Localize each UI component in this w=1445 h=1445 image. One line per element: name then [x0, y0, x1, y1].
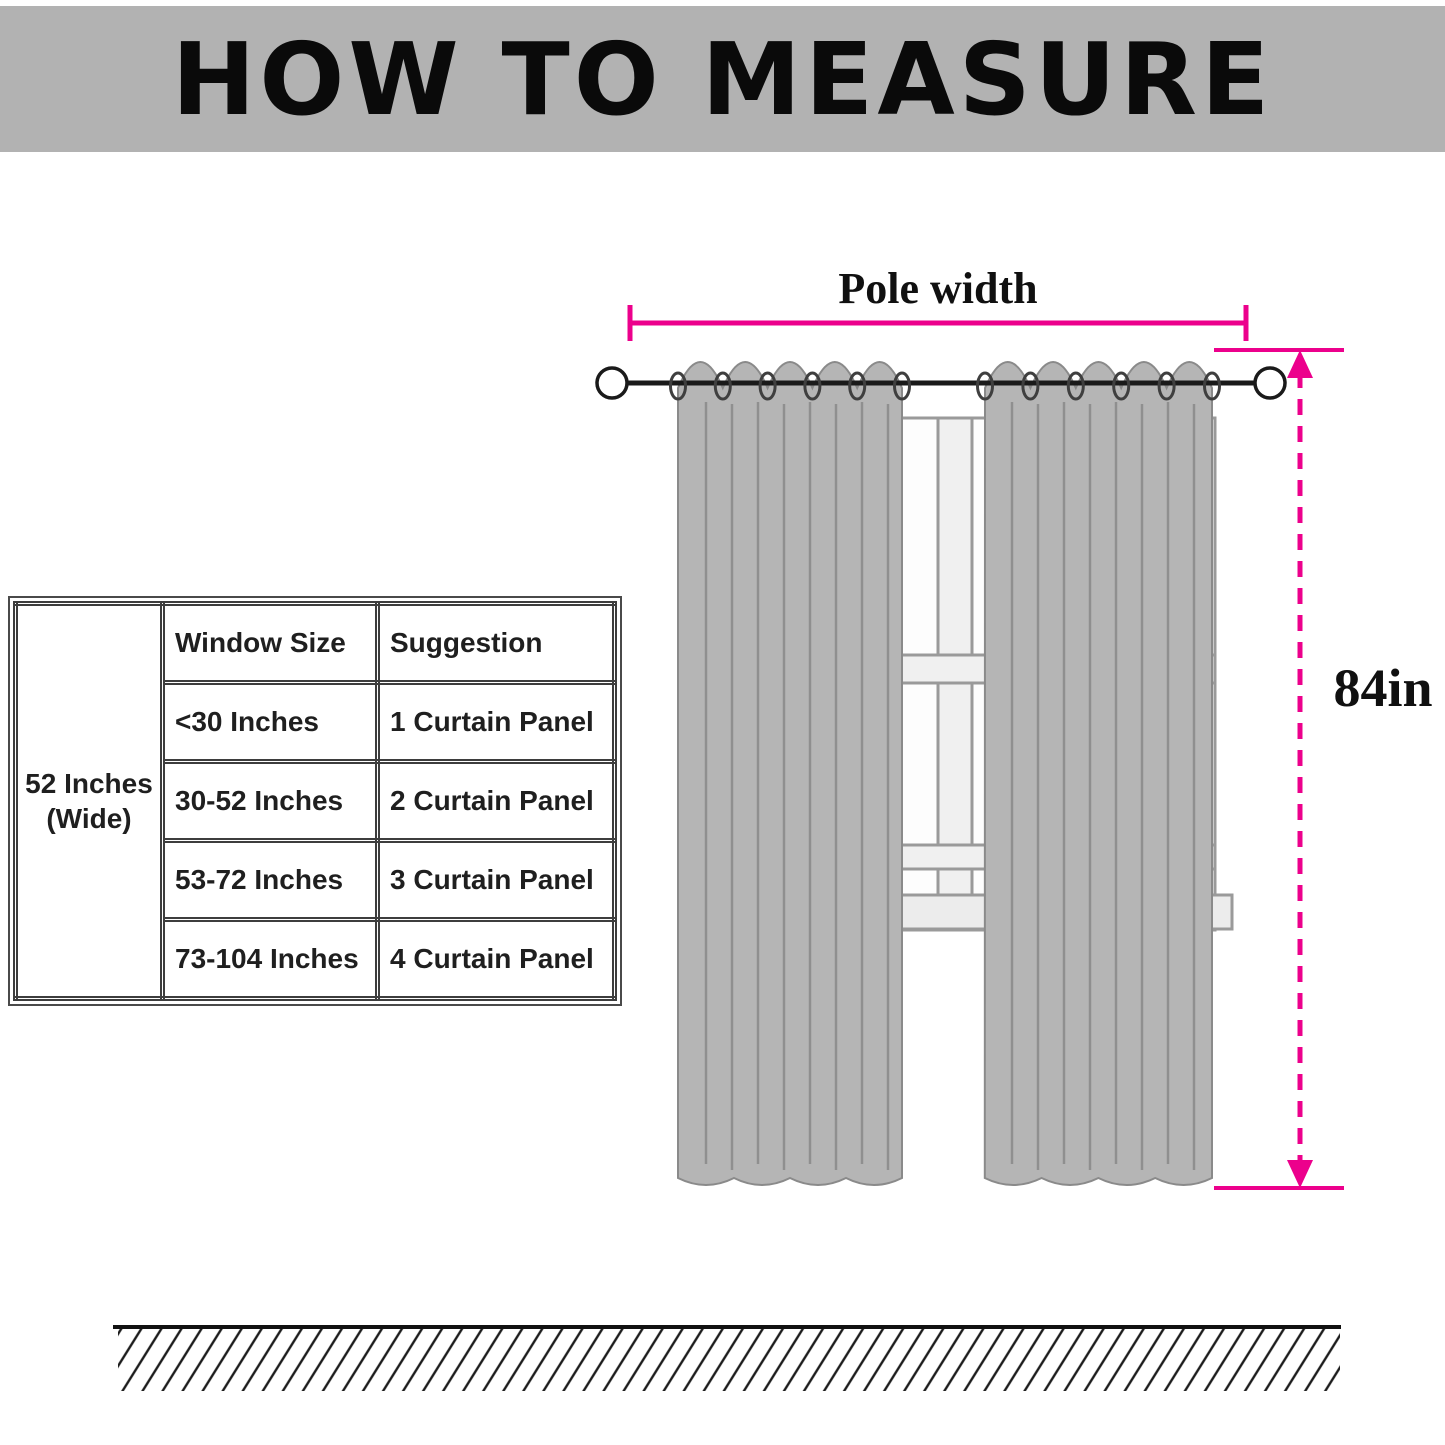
height-label: 84in [1333, 658, 1432, 718]
col-window-size: Window Size [160, 601, 380, 685]
suggestion-cell: 2 Curtain Panel [375, 759, 617, 843]
pole-width-dimension [627, 305, 1249, 341]
rod-finial-right [1253, 366, 1287, 400]
suggestion-cell: 1 Curtain Panel [375, 680, 617, 764]
curtain-rings [669, 371, 1221, 401]
curtain-folds [704, 402, 890, 1170]
window-size-cell: <30 Inches [160, 680, 380, 764]
arrowhead-up [1287, 350, 1313, 378]
curtain-fabric [983, 361, 1213, 1186]
table-row: 30-52 Inches 2 Curtain Panel [16, 759, 617, 843]
table-row: 73-104 Inches 4 Curtain Panel [16, 917, 617, 1001]
curtain-folds [1010, 402, 1196, 1170]
suggestion-cell: 4 Curtain Panel [375, 917, 617, 1001]
curtain-panel-left [677, 361, 903, 1186]
table-row: <30 Inches 1 Curtain Panel [16, 680, 617, 764]
floor-hatching [113, 1325, 1341, 1391]
panel-width-cell: 52 Inches (Wide) [13, 601, 165, 1001]
window-size-cell: 73-104 Inches [160, 917, 380, 1001]
curtain-fabric [677, 361, 903, 1186]
curtain-panel-right [983, 361, 1213, 1186]
size-table: 52 Inches (Wide) Window Size Suggestion … [8, 596, 622, 1006]
window-size-cell: 30-52 Inches [160, 759, 380, 843]
page-title: HOW TO MEASURE [171, 20, 1274, 138]
header-banner: HOW TO MEASURE [0, 6, 1445, 152]
table-header-row: 52 Inches (Wide) Window Size Suggestion [13, 601, 617, 1001]
window-size-cell: 53-72 Inches [160, 838, 380, 922]
rod-finial-left [595, 366, 629, 400]
height-dimension [1214, 348, 1344, 1190]
arrowhead-down [1287, 1160, 1313, 1188]
table-row: 53-72 Inches 3 Curtain Panel [16, 838, 617, 922]
pole-width-label: Pole width [838, 264, 1037, 313]
suggestion-cell: 3 Curtain Panel [375, 838, 617, 922]
col-suggestion: Suggestion [375, 601, 617, 685]
